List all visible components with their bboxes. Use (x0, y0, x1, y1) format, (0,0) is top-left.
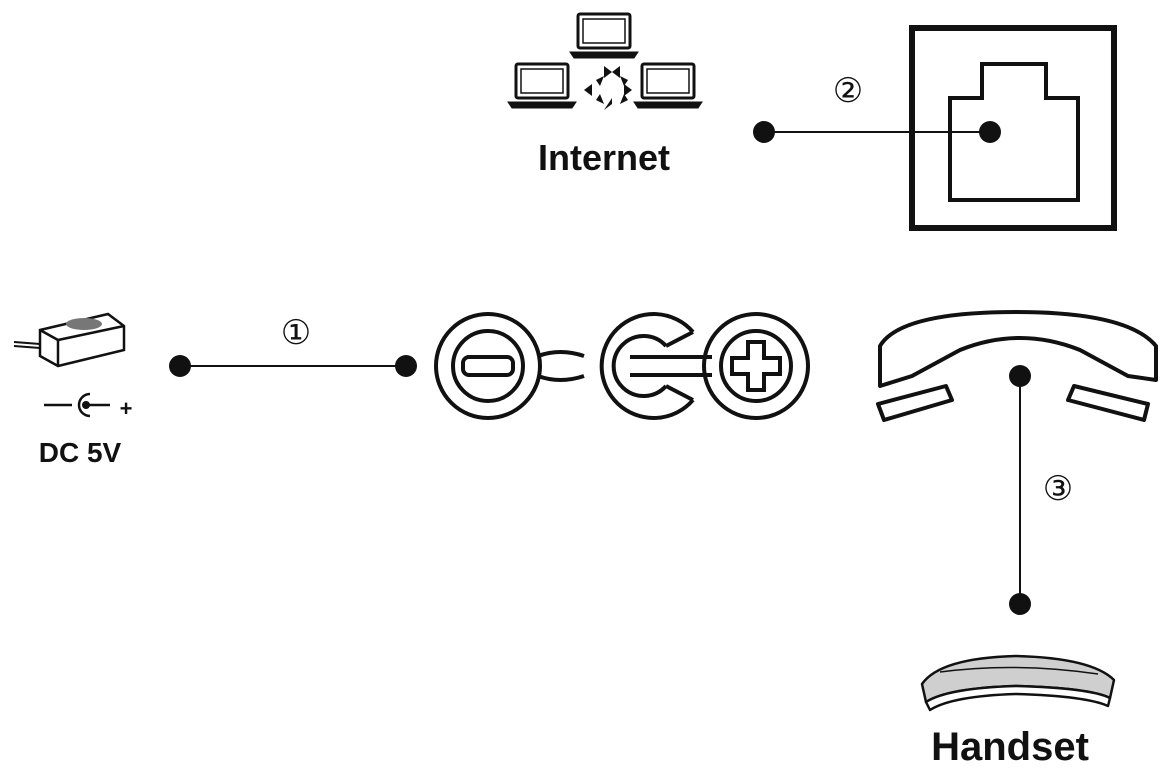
dc-label: DC 5V (39, 437, 122, 468)
connection-number-1: ① (281, 313, 311, 353)
handset-icon (920, 654, 1116, 712)
ethernet-jack-icon (909, 25, 1117, 231)
power-adapter-icon (13, 312, 126, 368)
connection-number-3: ③ (1043, 469, 1073, 509)
handset-label: Handset (931, 725, 1089, 769)
handset-connection-line (1009, 365, 1031, 615)
dc-polarity-icon (44, 392, 110, 418)
network-computers-icon (507, 12, 703, 110)
polarity-plus-label: + (120, 396, 133, 421)
port-symbols-icon (434, 312, 810, 420)
internet-label: Internet (538, 137, 670, 178)
connection-number-2: ② (833, 71, 863, 111)
network-connection-line (753, 121, 1001, 143)
power-connection-line (169, 355, 417, 377)
phone-hook-icon (876, 310, 1158, 422)
